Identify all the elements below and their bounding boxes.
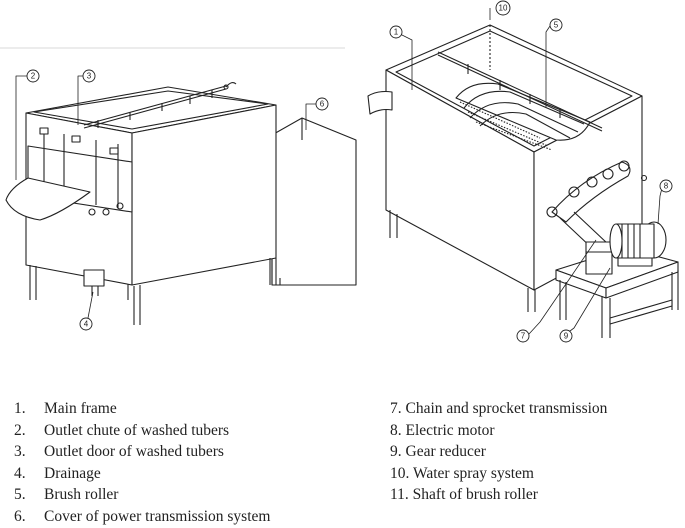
callout-3-circle xyxy=(82,69,96,83)
callout-1-label: 1 xyxy=(394,28,399,37)
legend-item: 8. Electric motor xyxy=(390,421,495,439)
callout-3-label: 3 xyxy=(87,72,92,81)
legend-number: 5. xyxy=(14,486,26,503)
callout-8-label: 8 xyxy=(664,182,669,191)
electric-motor xyxy=(609,221,667,267)
machine-drawings: 2 3 6 4 1 10 5 7 9 8 xyxy=(0,0,679,343)
callout-8-circle xyxy=(659,179,673,193)
legend-item: 2. Outlet chute of washed tubers xyxy=(14,420,270,442)
legend-number: 3. xyxy=(14,443,26,460)
callout-10-label: 10 xyxy=(499,4,508,13)
legend-text: Cover of power transmission system xyxy=(44,507,271,525)
gear-reducer xyxy=(585,241,613,275)
callout-5-circle xyxy=(549,18,563,32)
left-machine-drawing xyxy=(0,47,357,325)
legend-text: Main frame xyxy=(44,400,117,417)
legend-text: Outlet door of washed tubers xyxy=(44,443,224,460)
legend-item: 6. Cover of power transmission system xyxy=(14,506,270,528)
legend-item: 10. Water spray system xyxy=(390,464,534,482)
callout-2-label: 2 xyxy=(31,72,36,81)
legend-number: 4. xyxy=(14,464,26,482)
right-machine-drawing xyxy=(367,24,679,338)
legend-number: 1. xyxy=(14,400,26,417)
callout-6-label: 6 xyxy=(320,100,325,109)
callout-7-circle xyxy=(516,329,530,343)
callout-4-circle xyxy=(79,317,93,331)
callout-4-label: 4 xyxy=(84,320,89,329)
brush-rollers xyxy=(455,82,591,151)
legend-number: 6. xyxy=(14,507,26,525)
legend-right: 7. Chain and sprocket transmission 8. El… xyxy=(390,398,607,506)
legend-item: 11. Shaft of brush roller xyxy=(390,486,538,503)
callout-9-label: 9 xyxy=(564,332,569,341)
callout-10-circle xyxy=(495,0,511,16)
callout-6-circle xyxy=(315,97,329,111)
callout-2-circle xyxy=(26,69,40,83)
legend-item: 3. Outlet door of washed tubers xyxy=(14,441,270,463)
callout-5-label: 5 xyxy=(554,21,559,30)
callout-7-label: 7 xyxy=(521,332,526,341)
callout-9-circle xyxy=(559,329,573,343)
legend-text: Drainage xyxy=(44,464,101,482)
legend-left: 1. Main frame 2. Outlet chute of washed tu… xyxy=(14,398,270,527)
legend-item: 5. Brush roller xyxy=(14,484,270,506)
legend-item: 7. Chain and sprocket transmission xyxy=(390,400,608,417)
callout-1-circle xyxy=(389,25,403,39)
legend-item: 1. Main frame xyxy=(14,398,270,420)
legend-item: 9. Gear reducer xyxy=(390,443,486,460)
legend-number: 2. xyxy=(14,421,26,439)
legend-item: 4. Drainage xyxy=(14,463,270,485)
legend-text: Outlet chute of washed tubers xyxy=(44,421,230,439)
legend-text: Brush roller xyxy=(44,486,119,503)
